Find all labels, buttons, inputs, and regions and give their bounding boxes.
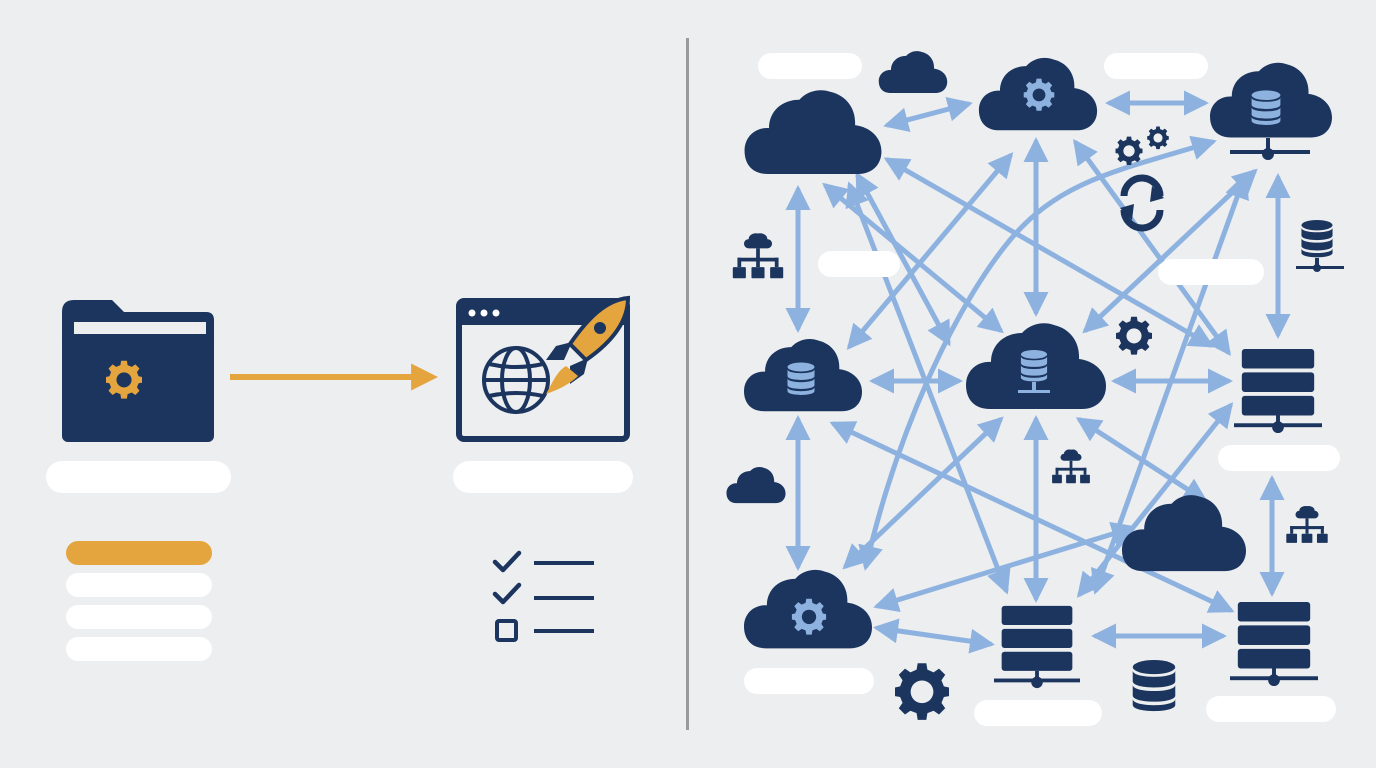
panel-divider [686, 38, 689, 730]
node-label-placeholder [974, 700, 1102, 726]
network-tree-icon [732, 233, 784, 279]
node-label-placeholder [744, 668, 874, 694]
node-label-placeholder [1218, 445, 1340, 471]
gear-icon [895, 663, 949, 720]
rocket-icon [546, 295, 631, 394]
small-cloud-icon [726, 466, 786, 504]
cloud-icon [744, 90, 882, 175]
globe-icon [482, 346, 550, 414]
text-line [66, 637, 212, 661]
node-label-placeholder [1206, 696, 1336, 722]
text-line [66, 605, 212, 629]
server-icon [1234, 348, 1322, 434]
gear-icon [1116, 316, 1152, 355]
node-label-placeholder [758, 53, 862, 79]
checklist-icon [492, 550, 594, 642]
source-label-placeholder [46, 461, 231, 493]
cloud-icon [1122, 495, 1246, 572]
cloud-gear-icon [744, 569, 872, 649]
cloud-gear-icon [978, 57, 1098, 131]
text-line-highlighted [66, 541, 212, 565]
network-tree-icon [1286, 505, 1328, 543]
database-icon [1132, 660, 1176, 712]
connector-lines [785, 90, 1291, 654]
cloud-database-icon [1210, 62, 1332, 160]
server-icon [1230, 601, 1318, 687]
folder-gear-icon [62, 300, 214, 442]
small-cloud-icon [878, 51, 948, 94]
cloud-database-icon [744, 338, 862, 412]
cloud-database-icon [966, 323, 1106, 409]
node-label-placeholder [1104, 53, 1208, 79]
node-label-placeholder [818, 251, 900, 277]
server-icon [994, 605, 1080, 689]
target-label-placeholder [453, 461, 633, 493]
network-tree-icon [1052, 449, 1090, 484]
text-line [66, 573, 212, 597]
node-label-placeholder [1158, 259, 1264, 285]
sync-icon [1120, 174, 1164, 232]
browser-rocket-icon [456, 295, 631, 442]
database-server-icon [1296, 220, 1344, 272]
